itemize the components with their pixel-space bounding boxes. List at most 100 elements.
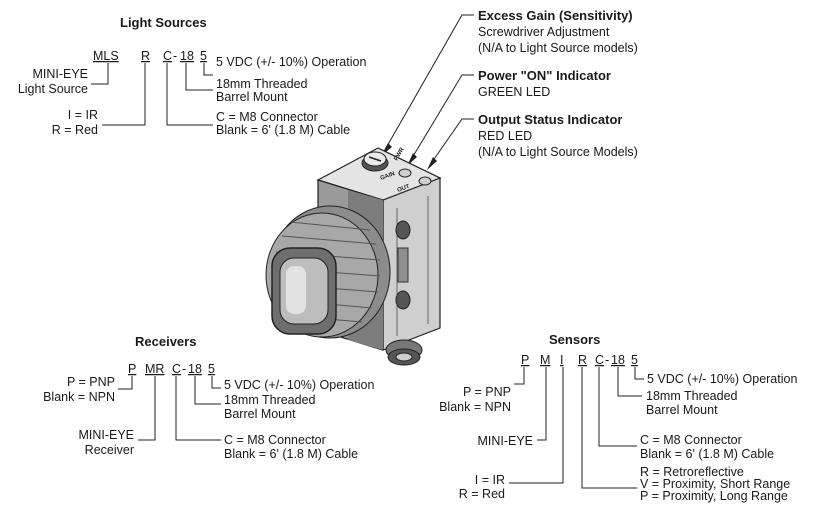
status-line-2: (N/A to Light Source Models): [478, 145, 638, 159]
rx-leader-output: [118, 376, 133, 390]
ls-code-mls: MLS: [93, 49, 119, 63]
status-led: [418, 176, 432, 186]
ls-mount-2: Barrel Mount: [216, 90, 288, 104]
sn-leader-output: [514, 367, 525, 385]
rx-code-dash: -: [182, 362, 186, 376]
power-title: Power "ON" Indicator: [478, 68, 611, 83]
sn-code-18: 18: [611, 353, 625, 367]
sn-code-dash: -: [605, 353, 609, 367]
sn-code-p: P: [521, 353, 529, 367]
rx-code-c: C: [172, 362, 181, 376]
mounting-hole-bottom: [395, 290, 411, 310]
light-sources-title: Light Sources: [120, 15, 207, 30]
device-label-gain: GAIN: [380, 171, 396, 182]
sn-mount-2: Barrel Mount: [646, 403, 718, 417]
sensors-title: Sensors: [549, 332, 600, 347]
sn-conn-1: C = M8 Connector: [640, 433, 742, 447]
power-led: [398, 168, 412, 178]
gain-line-1: Screwdriver Adjustment: [478, 25, 610, 39]
rx-out-2: Blank = NPN: [43, 390, 115, 404]
gain-leader: [385, 14, 474, 149]
sn-mount-1: 18mm Threaded: [646, 389, 738, 403]
receivers-title: Receivers: [135, 334, 196, 349]
rx-conn-1: C = M8 Connector: [224, 433, 326, 447]
power-line-1: GREEN LED: [478, 85, 550, 99]
ls-conn-2: Blank = 6' (1.8 M) Cable: [216, 123, 350, 137]
rx-code-5: 5: [208, 362, 215, 376]
status-title: Output Status Indicator: [478, 112, 622, 127]
rx-leader-mount: [194, 376, 221, 405]
ls-code-c: C: [163, 49, 172, 63]
power-leader: [411, 74, 474, 159]
sn-code-r: R: [578, 353, 587, 367]
rx-voltage: 5 VDC (+/- 10%) Operation: [224, 378, 374, 392]
ls-leader-light: [102, 63, 146, 126]
sn-leader-connector: [598, 367, 637, 447]
receivers-group: Receivers P MR C - 18 5 5 VDC (+/- 10%) …: [43, 334, 374, 461]
rx-out-1: P = PNP: [67, 375, 115, 389]
sn-code-i: I: [560, 353, 563, 367]
device-label-pwr: PWR: [394, 146, 407, 162]
rx-code-mr: MR: [145, 362, 164, 376]
light-sources-group: Light Sources MLS R C - 18 5 5 VDC (+/- …: [18, 15, 367, 137]
sn-code-5: 5: [631, 353, 638, 367]
rx-code-p: P: [128, 362, 136, 376]
rx-code-18: 18: [188, 362, 202, 376]
sn-out-1: P = PNP: [463, 385, 511, 399]
rx-leader-voltage: [211, 376, 221, 389]
sn-code-c: C: [595, 353, 604, 367]
sn-mode-3: P = Proximity, Long Range: [640, 489, 788, 503]
sensors-group: Sensors P M I R C - 18 5 5 VDC (+/- 10%)…: [439, 332, 797, 503]
ls-mount-1: 18mm Threaded: [216, 77, 308, 91]
rx-conn-2: Blank = 6' (1.8 M) Cable: [224, 447, 358, 461]
rx-leader-connector: [175, 376, 221, 441]
sn-type-1: MINI-EYE: [477, 434, 533, 448]
lens-highlight: [286, 266, 306, 314]
status-arrowhead: [427, 157, 437, 170]
gain-title: Excess Gain (Sensitivity): [478, 8, 633, 23]
sn-leader-mode: [581, 367, 637, 489]
gain-knob-slot: [368, 156, 382, 162]
sn-out-2: Blank = NPN: [439, 400, 511, 414]
ls-code-dash: -: [173, 49, 177, 63]
sn-code-m: M: [540, 353, 550, 367]
sn-light-2: R = Red: [459, 487, 505, 501]
status-line-1: RED LED: [478, 129, 532, 143]
mounting-hole-top: [395, 220, 411, 240]
ls-voltage: 5 VDC (+/- 10%) Operation: [216, 55, 366, 69]
sn-leader-light: [509, 367, 564, 484]
ls-type-2: Light Source: [18, 82, 88, 96]
gain-line-2: (N/A to Light Source models): [478, 41, 638, 55]
ls-code-r: R: [141, 49, 150, 63]
rx-leader-type: [138, 376, 156, 441]
sn-mode-2: V = Proximity, Short Range: [640, 477, 790, 491]
ls-conn-1: C = M8 Connector: [216, 110, 318, 124]
sn-conn-2: Blank = 6' (1.8 M) Cable: [640, 447, 774, 461]
indicator-callouts: Excess Gain (Sensitivity) Screwdriver Ad…: [381, 8, 638, 170]
ls-leader-mount: [185, 63, 213, 91]
connector-pins: [395, 352, 413, 362]
ls-leader-voltage: [203, 63, 213, 76]
rx-type-1: MINI-EYE: [78, 428, 134, 442]
sensor-device-illustration: GAIN PWR OUT: [265, 146, 442, 366]
ls-leader-type: [91, 63, 109, 85]
ls-type-1: MINI-EYE: [32, 67, 88, 81]
rx-mount-1: 18mm Threaded: [224, 393, 316, 407]
side-slot: [397, 247, 409, 283]
housing-right-side: [382, 177, 441, 351]
device-label-out: OUT: [397, 184, 411, 194]
ls-light-1: I = IR: [68, 108, 98, 122]
sn-voltage: 5 VDC (+/- 10%) Operation: [647, 372, 797, 386]
sn-leader-voltage: [634, 367, 644, 380]
ls-code-5: 5: [200, 49, 207, 63]
status-leader: [431, 118, 474, 163]
ls-leader-connector: [166, 63, 213, 126]
ls-light-2: R = Red: [52, 123, 98, 137]
ls-code-18: 18: [180, 49, 194, 63]
rx-type-2: Receiver: [85, 443, 134, 457]
rx-mount-2: Barrel Mount: [224, 407, 296, 421]
sn-leader-type: [537, 367, 547, 441]
sn-mode-1: R = Retroreflective: [640, 465, 744, 479]
sn-light-1: I = IR: [475, 473, 505, 487]
